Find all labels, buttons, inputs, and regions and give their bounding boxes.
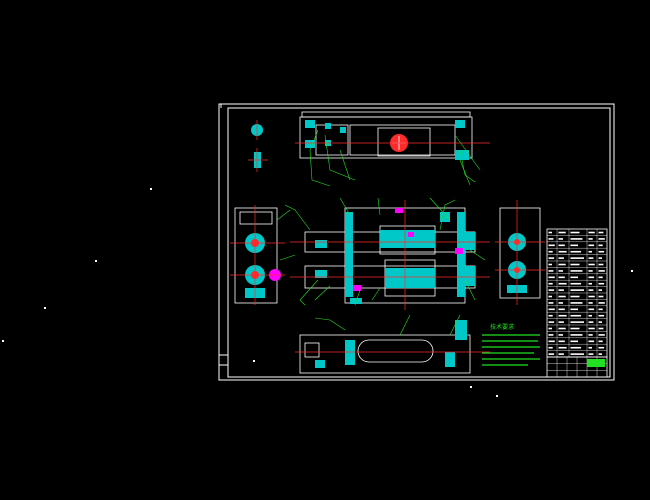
- sheet-border: [218, 103, 615, 381]
- bottom-view[interactable]: [295, 314, 490, 374]
- right-side-view[interactable]: [495, 200, 545, 305]
- left-side-view[interactable]: [230, 205, 296, 305]
- title-block-highlight: [587, 359, 605, 367]
- technical-notes: 技术要求: [482, 323, 540, 366]
- parts-table[interactable]: [546, 228, 608, 358]
- front-section[interactable]: [284, 197, 490, 310]
- title-block[interactable]: [546, 356, 608, 378]
- stray-points: [2, 188, 633, 397]
- top-view[interactable]: [295, 111, 490, 187]
- notes-heading: 技术要求: [490, 323, 514, 331]
- detail-views: [248, 120, 268, 172]
